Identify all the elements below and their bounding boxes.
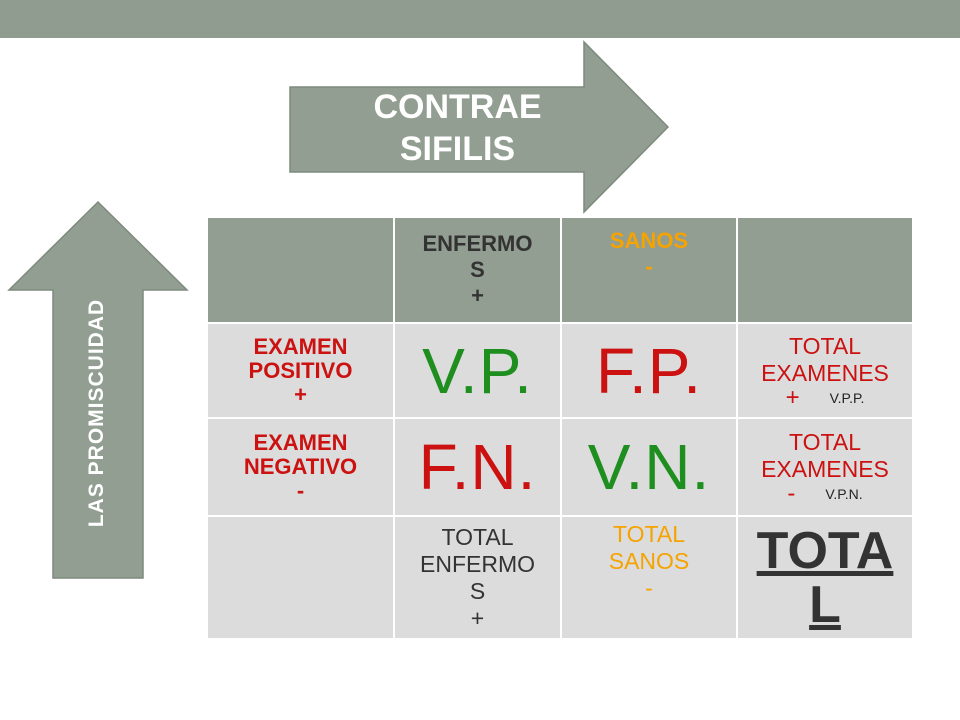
arrow-right-label: CONTRAE SIFILIS — [340, 86, 575, 170]
total-negative-sign: - — [787, 480, 796, 507]
header-enfermos-line1: ENFERMO — [422, 231, 533, 256]
row-positive-label-line1: EXAMEN — [253, 333, 348, 359]
cell-fp-text: F.P. — [596, 334, 702, 407]
row-positive-label-line2: POSITIVO — [248, 357, 353, 383]
total-negative-subrow: - V.P.N. — [738, 480, 912, 507]
cell-vn: V.N. — [562, 419, 736, 515]
total-enfermos-line4: + — [470, 604, 485, 631]
row-positive-label-line3: + — [294, 381, 307, 407]
cell-vp-text: V.P. — [422, 334, 533, 407]
row-negative-label-line2: NEGATIVO — [243, 454, 358, 479]
top-bar — [0, 0, 960, 38]
cell-fp: F.P. — [562, 324, 736, 417]
header-enfermos-line3: + — [471, 283, 484, 308]
total-sanos-line2: SANOS — [608, 548, 690, 574]
total-positive-note: V.P.P. — [829, 389, 865, 406]
row-negative-label: EXAMEN NEGATIVO - — [208, 419, 393, 515]
total-positive-sign: + — [785, 383, 800, 411]
total-sanos-line1: TOTAL — [613, 521, 685, 547]
arrow-right-line1: CONTRAE — [373, 88, 542, 126]
cell-fn-text: F.N. — [418, 431, 537, 503]
row-negative-label-line3: - — [296, 478, 305, 503]
cell-vn-text: V.N. — [587, 431, 711, 503]
cell-total-enfermos: TOTAL ENFERMO S + — [395, 517, 560, 638]
cell-total-sanos: TOTAL SANOS - — [562, 517, 736, 638]
row-negative-label-line1: EXAMEN — [253, 430, 348, 455]
row-positive-label: EXAMEN POSITIVO + — [208, 324, 393, 417]
total-negative-line1: TOTAL — [789, 429, 861, 455]
total-enfermos-line1: TOTAL — [441, 523, 514, 550]
header-sanos: SANOS - — [562, 218, 736, 322]
grand-total-line2: L — [809, 575, 841, 634]
arrow-up-label: LAS PROMISCUIDAD — [85, 298, 108, 528]
cell-total-positive: TOTAL EXAMENES + V.P.P. — [738, 324, 912, 417]
total-enfermos-line3: S — [469, 577, 486, 604]
total-sanos-line3: - — [645, 575, 653, 601]
cell-grand-total: TOTA L — [738, 517, 912, 638]
grand-total-line1: TOTA — [756, 521, 894, 580]
header-enfermos: ENFERMO S + — [395, 218, 560, 322]
total-negative-line2: EXAMENES — [761, 456, 889, 482]
header-sanos-line1: SANOS — [609, 228, 689, 253]
header-empty-left — [208, 218, 393, 322]
header-sanos-line2: - — [645, 254, 653, 279]
total-positive-subrow: + V.P.P. — [738, 383, 912, 411]
header-enfermos-line2: S — [470, 257, 485, 282]
arrow-right-line2: SIFILIS — [399, 130, 516, 168]
total-negative-note: V.P.N. — [825, 486, 863, 502]
total-positive-line1: TOTAL — [789, 332, 861, 359]
total-positive-line2: EXAMENES — [761, 359, 889, 386]
contingency-table: ENFERMO S + SANOS - EXAMEN POSITIVO + V.… — [208, 218, 912, 640]
cell-fn: F.N. — [395, 419, 560, 515]
header-empty-right — [738, 218, 912, 322]
totals-empty-left — [208, 517, 393, 638]
total-enfermos-line2: ENFERMO — [420, 550, 535, 577]
cell-vp: V.P. — [395, 324, 560, 417]
cell-total-negative: TOTAL EXAMENES - V.P.N. — [738, 419, 912, 515]
